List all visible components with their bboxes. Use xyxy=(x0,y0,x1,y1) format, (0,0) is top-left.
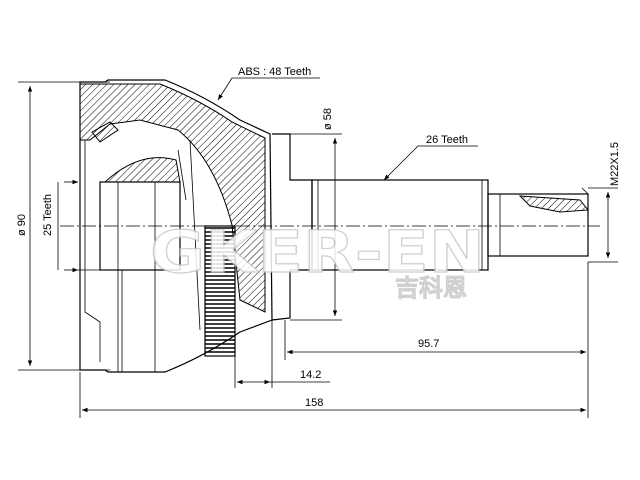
inner-spline-teeth-label: 25 Teeth xyxy=(42,194,54,236)
abs-ring xyxy=(204,225,236,357)
abs-length-label: 14.2 xyxy=(300,369,321,381)
extension-lines xyxy=(18,81,618,418)
leader-lines xyxy=(217,77,478,181)
outer-diameter-label: ø 90 xyxy=(16,214,28,236)
thread-label: M22X1.5 xyxy=(609,142,621,186)
dimension-lines xyxy=(27,86,611,413)
outer-housing xyxy=(78,79,273,373)
watermark: GKER-EN 吉科恩 xyxy=(149,217,485,302)
shoulder-diameter-label: ø 58 xyxy=(322,108,334,130)
stub-shaft xyxy=(271,133,589,321)
spline-teeth-label: 26 Teeth xyxy=(426,134,468,146)
watermark-chinese: 吉科恩 xyxy=(395,274,467,302)
abs-teeth-label: ABS : 48 Teeth xyxy=(238,66,311,78)
spline-length-label: 95.7 xyxy=(418,338,439,350)
watermark-brand: GKER-EN xyxy=(150,218,485,286)
total-length-label: 158 xyxy=(305,397,323,409)
